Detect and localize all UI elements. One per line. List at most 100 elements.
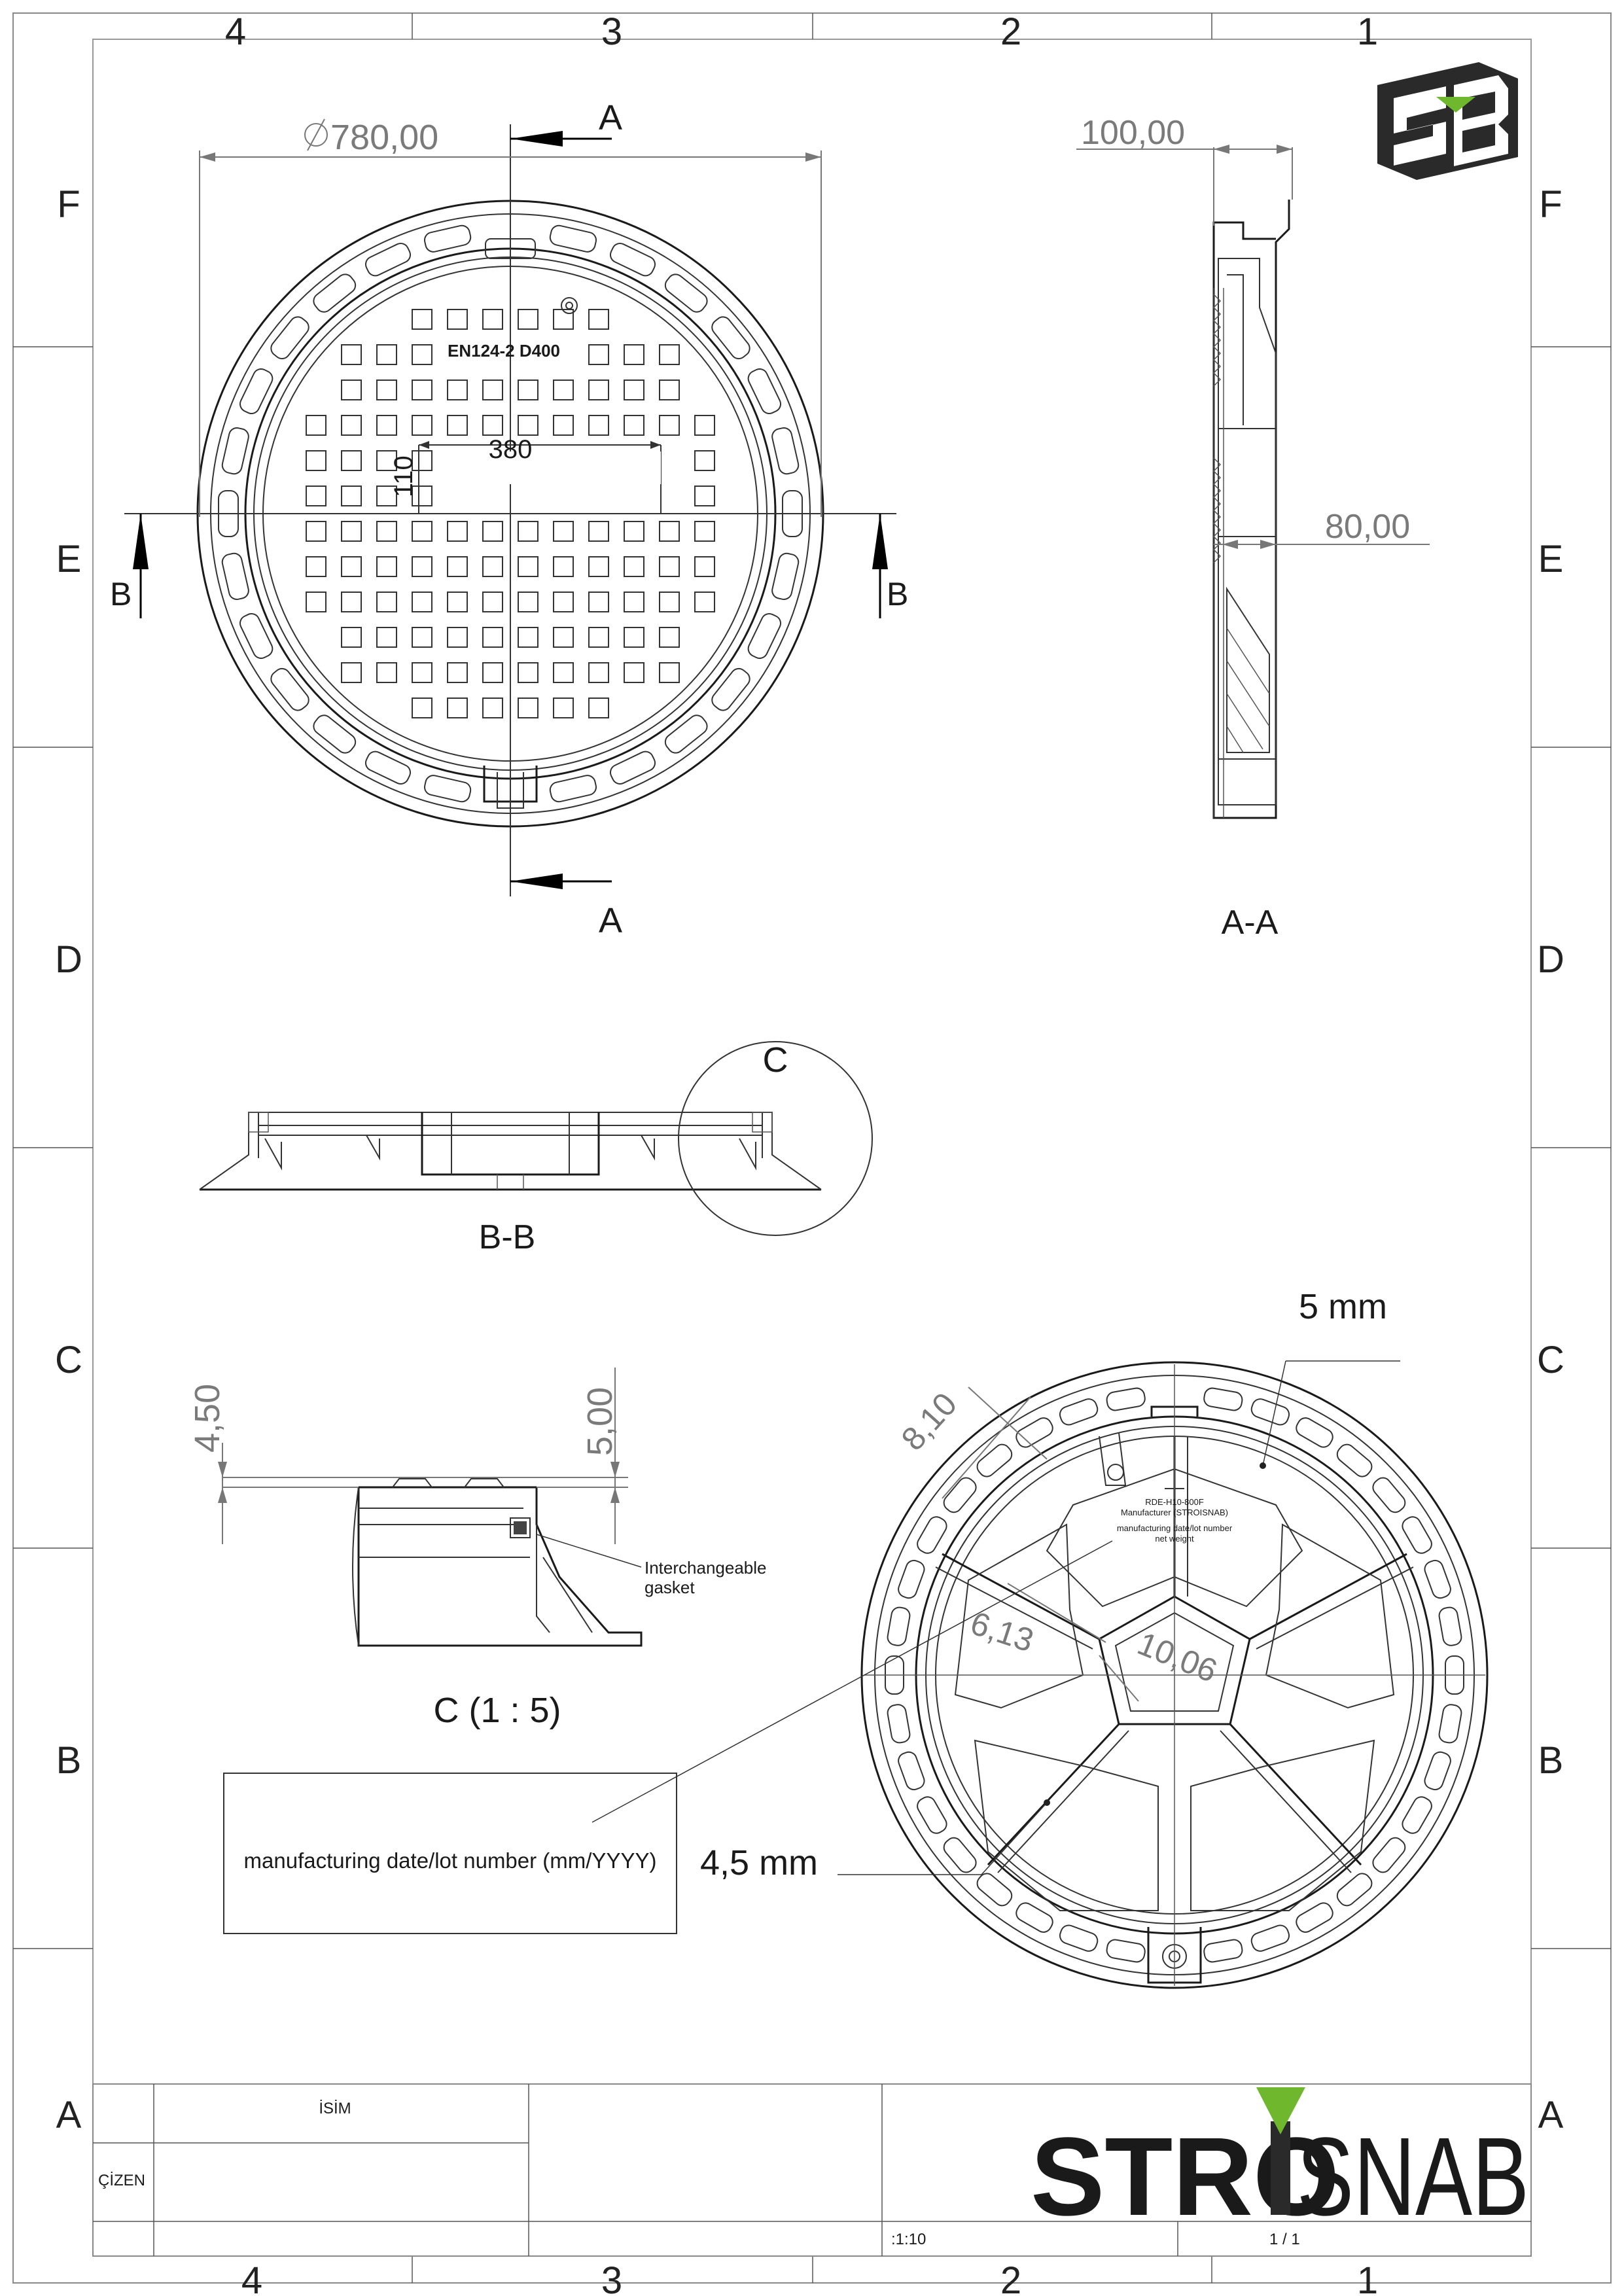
frame-slot xyxy=(898,1751,925,1791)
cover-tread-square xyxy=(553,521,574,542)
cover-tread-square xyxy=(624,627,644,648)
section-aa-view xyxy=(1212,200,1290,819)
cover-tread-square xyxy=(482,415,503,436)
cover-tread-square xyxy=(482,698,503,718)
cover-tread-square xyxy=(518,627,538,648)
frame-slot xyxy=(424,224,472,253)
cover-tread-square xyxy=(412,380,432,400)
dim-110-label: 110 xyxy=(389,455,418,497)
cover-tread-square xyxy=(376,380,397,400)
frame-slot xyxy=(1402,1796,1432,1834)
cover-tread-square xyxy=(553,698,574,718)
cover-tread-square xyxy=(659,627,680,648)
cover-tread-square xyxy=(659,344,680,365)
section-a-label-bottom: A xyxy=(599,901,622,940)
cover-tread-square xyxy=(376,521,397,542)
manufacturing-label-text: manufacturing date/lot number (mm/YYYY) xyxy=(244,1848,657,1873)
cover-tread-square xyxy=(659,592,680,612)
cizen-label: ÇİZEN xyxy=(98,2172,145,2189)
aa-dim-100: 100,00 xyxy=(1081,114,1185,152)
frame-slot xyxy=(664,715,708,754)
cover-tread-square xyxy=(624,521,644,542)
zone-col-bottom-4: 4 xyxy=(241,2259,262,2296)
cover-tread-square xyxy=(447,662,468,683)
zone-col-top-1: 1 xyxy=(1357,10,1378,53)
frame-slot xyxy=(976,1873,1013,1907)
cover-tread-square xyxy=(624,415,644,436)
aa-dim-80: 80,00 xyxy=(1325,508,1410,546)
cover-tread-square xyxy=(588,698,609,718)
cover-tread-square xyxy=(341,592,362,612)
frame-slot xyxy=(1424,1559,1451,1599)
zone-col-top-2: 2 xyxy=(1000,10,1021,53)
cover-tread-square xyxy=(412,662,432,683)
cover-tread-square xyxy=(482,627,503,648)
cover-tread-square xyxy=(376,556,397,577)
cover-tread-square xyxy=(447,627,468,648)
cover-tread-square xyxy=(447,592,468,612)
bottom-view xyxy=(591,1360,1489,1989)
cover-tread-square xyxy=(306,521,327,542)
frame-slot xyxy=(239,368,274,415)
cover-tread-square xyxy=(553,627,574,648)
cover-tread-square xyxy=(518,556,538,577)
frame-slot xyxy=(1015,1417,1053,1448)
cover-tread-square xyxy=(624,592,644,612)
cover-tread-square xyxy=(694,415,715,436)
cover-tread-square xyxy=(447,415,468,436)
zone-col-bottom-3: 3 xyxy=(601,2259,622,2296)
cover-tread-square xyxy=(341,380,362,400)
scale-value: :1:10 xyxy=(891,2231,926,2248)
section-bb-view xyxy=(199,1041,873,1236)
cover-tread-square xyxy=(624,556,644,577)
cover-tread-square xyxy=(482,521,503,542)
detail-c-dim-500: 5,00 xyxy=(580,1387,620,1456)
cover-tread-square xyxy=(553,309,574,330)
cover-tread-square xyxy=(306,415,327,436)
cover-tread-square xyxy=(447,309,468,330)
cover-tread-square xyxy=(412,309,432,330)
section-a-label-top: A xyxy=(599,98,622,137)
section-bb-title: B-B xyxy=(479,1218,536,1256)
cover-tread-square xyxy=(624,662,644,683)
cover-tread-square xyxy=(588,556,609,577)
cover-tread-square xyxy=(659,415,680,436)
frame-slot xyxy=(364,243,412,277)
cover-tread-square xyxy=(588,415,609,436)
cover-tread-square xyxy=(447,698,468,718)
drawing-border xyxy=(12,12,1612,2284)
cover-tread-square xyxy=(482,556,503,577)
cover-tread-square xyxy=(659,380,680,400)
stroisnab-logo: STRO SNAB xyxy=(1031,2087,1529,2239)
cover-tread-square xyxy=(553,415,574,436)
frame-slot xyxy=(424,775,472,803)
cover-tread-square xyxy=(341,344,362,365)
frame-slot xyxy=(1296,1902,1333,1933)
frame-slot xyxy=(609,751,656,785)
frame-slot xyxy=(1106,1939,1146,1963)
section-a-arrows xyxy=(510,131,612,889)
top-view xyxy=(124,124,896,896)
frame-slot xyxy=(1402,1516,1432,1554)
frame-slot xyxy=(711,316,750,360)
cover-tread-square xyxy=(412,486,432,506)
zone-row-right-B: B xyxy=(1538,1739,1564,1782)
cover-tread-square xyxy=(553,592,574,612)
frame-slot xyxy=(221,552,249,600)
cover-tread-square xyxy=(376,486,397,506)
frame-slot xyxy=(664,274,708,313)
cover-tread-square xyxy=(588,627,609,648)
frame-slot xyxy=(917,1796,947,1834)
section-aa-dimensions xyxy=(1076,145,1430,549)
cover-tread-square xyxy=(412,592,432,612)
plate-line2: Manufacturer (STROISNAB) xyxy=(1121,1508,1228,1517)
gasket-label-line2: gasket xyxy=(644,1578,695,1597)
cover-tread-square xyxy=(518,662,538,683)
frame-slot xyxy=(1059,1924,1099,1952)
cover-tread-square xyxy=(306,450,327,471)
frame-slot xyxy=(771,552,800,600)
frame-slot xyxy=(1438,1606,1462,1646)
cover-tread-square xyxy=(482,380,503,400)
cover-tread-square xyxy=(341,450,362,471)
